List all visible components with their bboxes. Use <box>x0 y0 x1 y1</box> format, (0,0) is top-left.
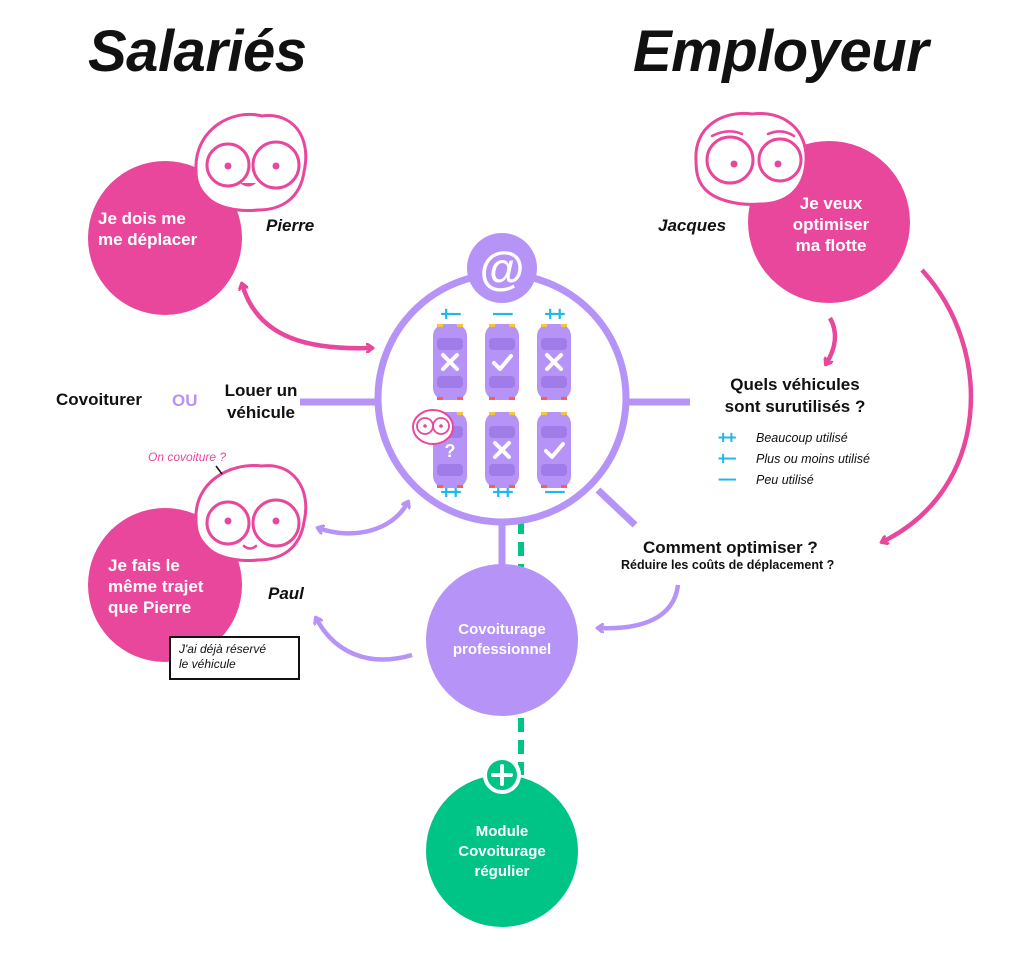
pro-carpool-line-1: Covoiturage <box>458 621 546 638</box>
cross-icon <box>441 353 459 371</box>
jacques-face <box>694 111 808 206</box>
pierre-bubble-text: Je dois me me déplacer <box>98 208 218 250</box>
module-line-1: Module <box>475 823 529 840</box>
usage-mark-top-1: +− <box>441 303 461 325</box>
legend-symbol-high: ++ <box>718 427 736 448</box>
module-line-2: Covoiturage <box>458 843 546 860</box>
option-rent: Louer un véhicule <box>216 380 306 424</box>
line-hub-diag <box>595 487 638 528</box>
jacques-bubble-line-3: ma flotte <box>795 236 867 255</box>
question-reduce-costs: Réduire les coûts de déplacement ? <box>621 558 835 572</box>
legend-item-medium: +− Plus ou moins utilisé <box>718 448 870 469</box>
option-or: OU <box>172 391 198 410</box>
jacques-bubble-line-1: Je veux <box>799 194 863 213</box>
question-overused-line-1: Quels véhicules <box>730 375 860 394</box>
reservation-note: J'ai déjà réservé le véhicule <box>169 636 300 680</box>
jacques-bubble-text: Je veux optimiser ma flotte <box>776 193 886 256</box>
paul-name: Paul <box>268 584 304 603</box>
usage-mark-top-3: ++ <box>545 303 565 325</box>
car-icon <box>485 412 519 488</box>
legend-label-low: Peu utilisé <box>756 472 814 487</box>
cross-icon <box>493 441 511 459</box>
cross-icon <box>545 353 563 371</box>
pierre-bubble-line-1: Je dois me <box>98 209 186 228</box>
paul-bubble-line-3: que Pierre <box>108 598 192 617</box>
pro-carpool-label: Covoiturage professionnel <box>432 620 572 660</box>
paul-face <box>194 464 308 562</box>
plus-icon <box>491 764 513 786</box>
question-overused-line-2: sont surutilisés ? <box>724 397 866 416</box>
check-icon <box>544 442 565 459</box>
pierre-bubble-line-2: me déplacer <box>98 230 198 249</box>
arrow-pro-paul <box>316 618 413 662</box>
option-rent-line-2: véhicule <box>226 403 296 422</box>
paul-bubble-line-1: Je fais le <box>108 556 180 575</box>
car-icon <box>537 412 571 488</box>
car-icon <box>537 324 571 400</box>
module-line-3: régulier <box>474 863 530 880</box>
title-employer: Employeur <box>633 19 929 84</box>
car-icon <box>433 324 467 400</box>
pro-carpool-line-2: professionnel <box>452 641 552 658</box>
check-icon <box>492 354 513 371</box>
legend-item-low: −− Peu utilisé <box>718 469 870 490</box>
legend-symbol-medium: +− <box>718 448 736 469</box>
arrow-pierre-hub <box>242 284 372 348</box>
module-circle <box>426 775 578 927</box>
title-employees: Salariés <box>88 19 307 84</box>
question-overused: Quels véhicules sont surutilisés ? <box>700 374 890 418</box>
unknown-icon: ? <box>445 441 456 461</box>
at-icon: @ <box>479 242 525 294</box>
option-carpool: Covoiturer <box>56 390 142 409</box>
arrow-paul-hub <box>318 502 408 536</box>
pro-carpool-circle <box>426 564 578 716</box>
pierre-bubble <box>88 161 242 315</box>
arrow-jacques-question <box>826 316 838 364</box>
paul-bubble-line-2: même trajet <box>108 577 204 596</box>
pierre-name: Pierre <box>266 216 315 235</box>
legend-symbol-low: −− <box>718 469 736 490</box>
legend-item-high: ++ Beaucoup utilisé <box>718 427 870 448</box>
paul-thought: On covoiture ? <box>148 450 227 464</box>
arrow-jacques-optimise <box>882 268 974 542</box>
car-icon <box>485 324 519 400</box>
paul-bubble-text: Je fais le même trajet que Pierre <box>108 555 228 618</box>
option-rent-line-1: Louer un <box>224 381 298 400</box>
legend-label-medium: Plus ou moins utilisé <box>756 451 870 466</box>
note-line-2: le véhicule <box>179 657 236 671</box>
paul-bubble <box>88 508 242 662</box>
module-label: Module Covoiturage régulier <box>432 822 572 882</box>
at-circle <box>467 233 537 303</box>
small-face-icon <box>412 409 454 445</box>
jacques-name: Jacques <box>658 216 727 235</box>
usage-legend: ++ Beaucoup utilisé +− Plus ou moins uti… <box>718 427 870 490</box>
question-optimise: Comment optimiser ? <box>643 538 818 557</box>
usage-mark-top-2: −− <box>493 303 513 325</box>
pierre-face <box>194 113 308 212</box>
jacques-bubble-line-2: optimiser <box>792 215 870 234</box>
vehicle-grid: +−++−−++++−−? <box>412 303 571 503</box>
note-line-1: J'ai déjà réservé <box>179 642 266 656</box>
legend-label-high: Beaucoup utilisé <box>756 430 848 445</box>
arrow-optimise-pro <box>598 584 681 628</box>
